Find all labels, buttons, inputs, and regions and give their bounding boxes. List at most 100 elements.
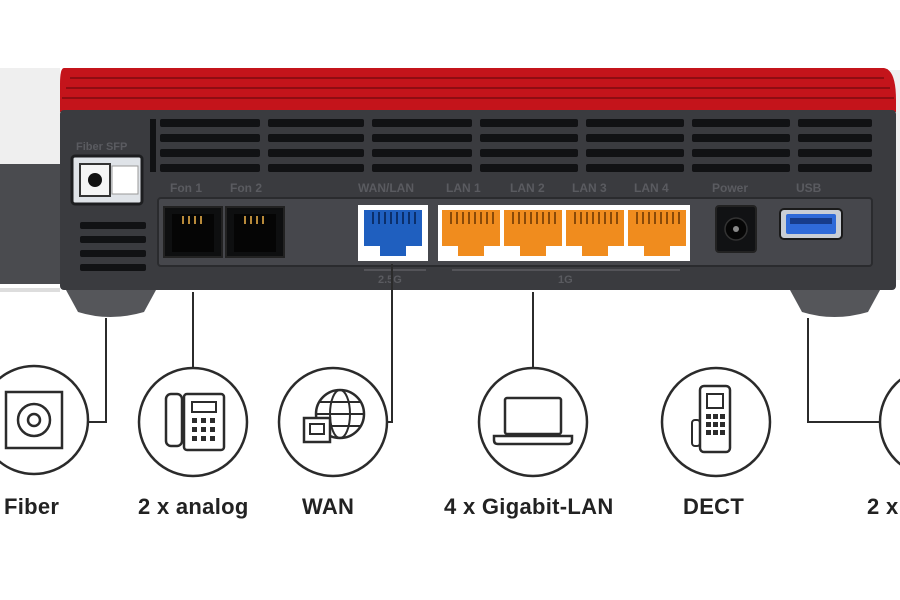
lan-port-pin [648, 212, 650, 224]
vent-slot [586, 119, 684, 127]
wan-port [358, 205, 428, 261]
vent-slot [692, 119, 790, 127]
lan-port-pin [666, 212, 668, 224]
lan-port-group [442, 210, 686, 256]
router-feet [66, 290, 880, 317]
analog-phone-icon [137, 366, 249, 478]
label-wan-speed: 2.5G [378, 274, 402, 286]
vent-slot [480, 149, 578, 157]
vent-slot [160, 164, 260, 172]
lan-port-pin [548, 212, 550, 224]
lan-port-pin [524, 212, 526, 224]
lan-port-pin [536, 212, 538, 224]
label-lan-speed: 1G [558, 274, 573, 286]
vent-slot [480, 164, 578, 172]
lan-port-pin [480, 212, 482, 224]
feature-caption-fiber: Fiber [4, 494, 60, 519]
lan-port-pin [592, 212, 594, 224]
lan-port-pin [542, 212, 544, 224]
vent-slot [268, 134, 364, 142]
lan-port-pin [660, 212, 662, 224]
router-shell-bottom [0, 288, 60, 292]
dect-handset-icon [660, 366, 772, 478]
label-fon2: Fon 2 [230, 181, 262, 195]
lan-port-pin [450, 212, 452, 224]
feature-caption-gigabit-lan: 4 x Gigabit-LAN [444, 494, 614, 519]
vent-slot [160, 119, 260, 127]
lan-port-pin [574, 212, 576, 224]
vent-slot [692, 149, 790, 157]
lan-port-pin [604, 212, 606, 224]
vent-slot [160, 134, 260, 142]
vent-slot [268, 149, 364, 157]
lan-port-pin [654, 212, 656, 224]
lan-port-pin [462, 212, 464, 224]
vent-slot [798, 164, 872, 172]
usb-icon [878, 378, 900, 466]
vent-slot [268, 119, 364, 127]
vent-slot [586, 149, 684, 157]
feature-caption-usb: 2 x [867, 494, 899, 519]
vent-slots [150, 119, 872, 172]
vent-slot [480, 119, 578, 127]
left-vents [80, 222, 146, 271]
feature-caption-wan: WAN [302, 494, 355, 519]
router-red-top [60, 68, 896, 112]
vent-slot [150, 119, 156, 172]
vent-slot [160, 149, 260, 157]
lan-port-pin [672, 212, 674, 224]
label-power: Power [712, 181, 748, 195]
vent-slot [586, 134, 684, 142]
feature-caption-analog: 2 x analog [138, 494, 249, 519]
lan-port-pin [530, 212, 532, 224]
vent-slot [586, 164, 684, 172]
lan-port-pin [580, 212, 582, 224]
vent-slot [372, 119, 472, 127]
lan-port-pin [586, 212, 588, 224]
vent-slot [692, 164, 790, 172]
wan-globe-icon [277, 366, 389, 478]
vent-slot [692, 134, 790, 142]
label-fiber-sfp: Fiber SFP [76, 141, 127, 153]
label-lan2: LAN 2 [510, 181, 545, 195]
lan-port-pin [554, 212, 556, 224]
vent-slot [480, 134, 578, 142]
vent-slot [798, 119, 872, 127]
lan-port-pin [678, 212, 680, 224]
lan-port-pin [518, 212, 520, 224]
vent-slot [372, 164, 472, 172]
vent-slot [268, 164, 364, 172]
label-fon1: Fon 1 [170, 181, 202, 195]
router-side-dark [0, 164, 60, 284]
lan-port-pin [616, 212, 618, 224]
vent-slot [798, 134, 872, 142]
label-lan4: LAN 4 [634, 181, 669, 195]
label-usb: USB [796, 181, 822, 195]
lan-port-pin [642, 212, 644, 224]
fiber-icon [0, 364, 90, 476]
lan-port-pin [474, 212, 476, 224]
vent-slot [798, 149, 872, 157]
fon-ports [163, 206, 285, 258]
label-lan3: LAN 3 [572, 181, 607, 195]
vent-slot [372, 134, 472, 142]
lan-port-pin [610, 212, 612, 224]
lan-port-pin [598, 212, 600, 224]
red-top-ridges [62, 77, 894, 99]
lan-port-pin [486, 212, 488, 224]
power-port [715, 205, 757, 253]
lan-port-pin [456, 212, 458, 224]
vent-slot [372, 149, 472, 157]
usb-port [779, 208, 843, 240]
lan-port-pin [636, 212, 638, 224]
lan-port-pin [492, 212, 494, 224]
label-lan1: LAN 1 [446, 181, 481, 195]
sfp-port [70, 154, 144, 206]
lan-port-pin [512, 212, 514, 224]
label-wan: WAN/LAN [358, 181, 414, 195]
laptop-icon [477, 366, 589, 478]
callout-lines [88, 264, 880, 423]
lan-port-pin [468, 212, 470, 224]
